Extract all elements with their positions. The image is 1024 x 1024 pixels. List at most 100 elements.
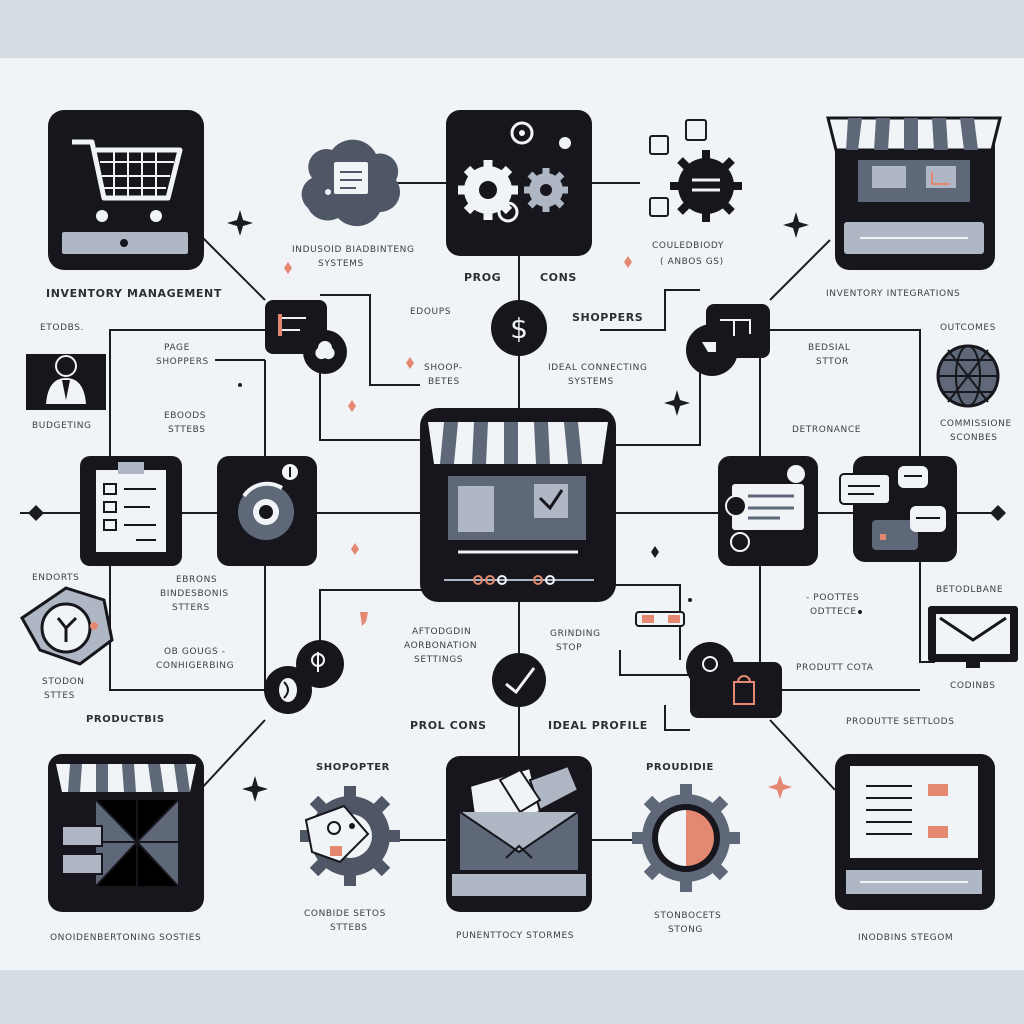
analytics-icon — [217, 456, 317, 566]
connector-node-center-b — [319, 360, 430, 441]
label-inventory-management: INVENTORY MANAGEMENT — [46, 287, 222, 300]
label-commissioning-b: SCONBES — [950, 433, 998, 443]
diamond-end-right — [990, 505, 1006, 521]
label-retail-b: STTOR — [816, 357, 849, 367]
accent-drop — [360, 612, 368, 626]
label-stodon-b: STTES — [44, 691, 75, 701]
label-bottom-3: PUNENTTOCY STORMES — [456, 931, 575, 941]
settings-sync-icon — [649, 119, 742, 222]
label-page-b: SHOPPERS — [156, 357, 209, 367]
globe-icon — [936, 344, 1000, 408]
dot-3 — [858, 610, 862, 614]
diamond-end-left — [28, 505, 44, 521]
label-grinding-b: STOP — [556, 643, 583, 653]
sparkle-accent — [768, 775, 792, 799]
label-endorts: ENDORTS — [32, 573, 80, 583]
accent-diamond-5 — [348, 400, 356, 412]
label-bottom-2-a: CONBIDE SETOS — [304, 909, 386, 919]
label-budgets: EDOUPS — [410, 307, 452, 317]
mail-monitor-icon — [928, 606, 1018, 668]
pie-gear-icon — [632, 784, 740, 892]
connector-store-node — [769, 239, 831, 301]
user-profile-icon — [26, 354, 106, 410]
label-shoop-a: SHOOP- — [424, 363, 463, 373]
label-ebrons-a: EBRONS — [176, 575, 218, 585]
chat-bubbles-icon — [839, 456, 957, 562]
connector-right-node-b — [610, 360, 701, 446]
chat-window-icon — [718, 456, 818, 566]
gears-icon — [446, 110, 592, 256]
dot-2 — [688, 598, 692, 602]
small-diamond-1 — [651, 546, 659, 558]
label-inventory-integrations: INVENTORY INTEGRATIONS — [826, 289, 961, 299]
label-automation-b: AORBONATION — [404, 641, 478, 651]
label-cons: CONS — [540, 271, 577, 284]
label-ebrons-c: STTERS — [172, 603, 210, 613]
label-retail-a: BEDSIAL — [808, 343, 851, 353]
label-ideal-profile: IDEAL PROFILE — [548, 719, 648, 732]
connector-cart-node — [199, 234, 266, 301]
label-bottom-4-b: STONG — [668, 925, 704, 935]
coffee-beans-node-icon — [264, 640, 344, 714]
label-positive-b: ODTTECE — [810, 607, 857, 617]
storefront-icon — [826, 116, 1002, 270]
connector-lower-right — [610, 584, 681, 660]
shopping-bag-icon — [686, 642, 782, 718]
label-proudidie: PROUDIDIE — [646, 762, 714, 773]
connector-lower-right-c — [664, 705, 690, 731]
warehouse-icon — [48, 754, 204, 912]
document-node-icon — [265, 300, 347, 374]
label-stodon-a: STODON — [42, 677, 85, 687]
label-detronance: DETRONANCE — [792, 425, 862, 435]
sparkle-1 — [227, 210, 253, 236]
accent-diamond-3 — [406, 357, 414, 369]
label-productbis: PRODUCTBIS — [86, 714, 165, 725]
label-shoppers: SHOPPERS — [572, 311, 644, 324]
svg-text:$: $ — [510, 312, 528, 345]
gear-document-icon — [300, 786, 400, 886]
label-bottom-4-a: STONBOCETS — [654, 911, 722, 921]
label-ideal-a: IDEAL CONNECTING — [548, 363, 648, 373]
document-cloud-icon — [301, 139, 401, 227]
accent-diamond-2 — [624, 256, 632, 268]
label-prog: PROG — [464, 271, 502, 284]
label-automation-c: SETTINGS — [414, 655, 464, 665]
accent-diamond-4 — [351, 543, 359, 555]
label-eboods-a: EBOODS — [164, 411, 207, 421]
label-product-settings: PRODUTTE SETTLODS — [846, 717, 955, 727]
checkmark-icon — [492, 653, 546, 707]
label-page-a: PAGE — [164, 343, 190, 353]
product-list-icon — [835, 754, 995, 910]
connector-warehouse-node — [199, 719, 266, 791]
dollar-icon: $ — [491, 300, 547, 356]
label-eboods-b: STTEBS — [168, 425, 206, 435]
connector-list-node — [769, 719, 836, 791]
label-etodbs: ETODBS. — [40, 323, 84, 333]
label-couldbiody-b: ( ANBOS GS) — [660, 257, 724, 267]
label-orders-a: OB GOUGS - — [164, 647, 226, 657]
label-shopopter: SHOPOPTER — [316, 762, 390, 773]
connector-lower-left — [319, 589, 430, 660]
label-bottom-2-b: STTEBS — [330, 923, 368, 933]
label-grinding-a: GRINDING — [550, 629, 601, 639]
label-positive-a: - POOTTES — [806, 593, 860, 603]
sparkle-3 — [664, 390, 690, 416]
checklist-icon — [80, 456, 182, 566]
label-ideal-b: SYSTEMS — [568, 377, 614, 387]
label-prol-cons: PROL CONS — [410, 719, 487, 732]
label-couldbiody-a: COULEDBIODY — [652, 241, 725, 251]
label-automation-a: AFTODGDIN — [412, 627, 472, 637]
label-codinbs: CODINBS — [950, 681, 996, 691]
label-bottom-1: ONOIDENBERTONING SOSTIES — [50, 933, 202, 943]
progress-pill-icon — [635, 611, 685, 627]
label-orders-b: CONHIGERBING — [156, 661, 235, 671]
label-shoop-b: BETES — [428, 377, 460, 387]
connector-node-center-a — [320, 294, 420, 386]
connector-lower-right-b — [619, 650, 690, 676]
label-top-systems-a: INDUSOID BIADBINTENG — [292, 245, 415, 255]
online-store-icon — [420, 408, 616, 602]
sparkle-4 — [242, 776, 268, 802]
label-betodbane: BETODLBANE — [936, 585, 1004, 595]
label-bottom-5: INODBINS STEGOM — [858, 933, 954, 943]
